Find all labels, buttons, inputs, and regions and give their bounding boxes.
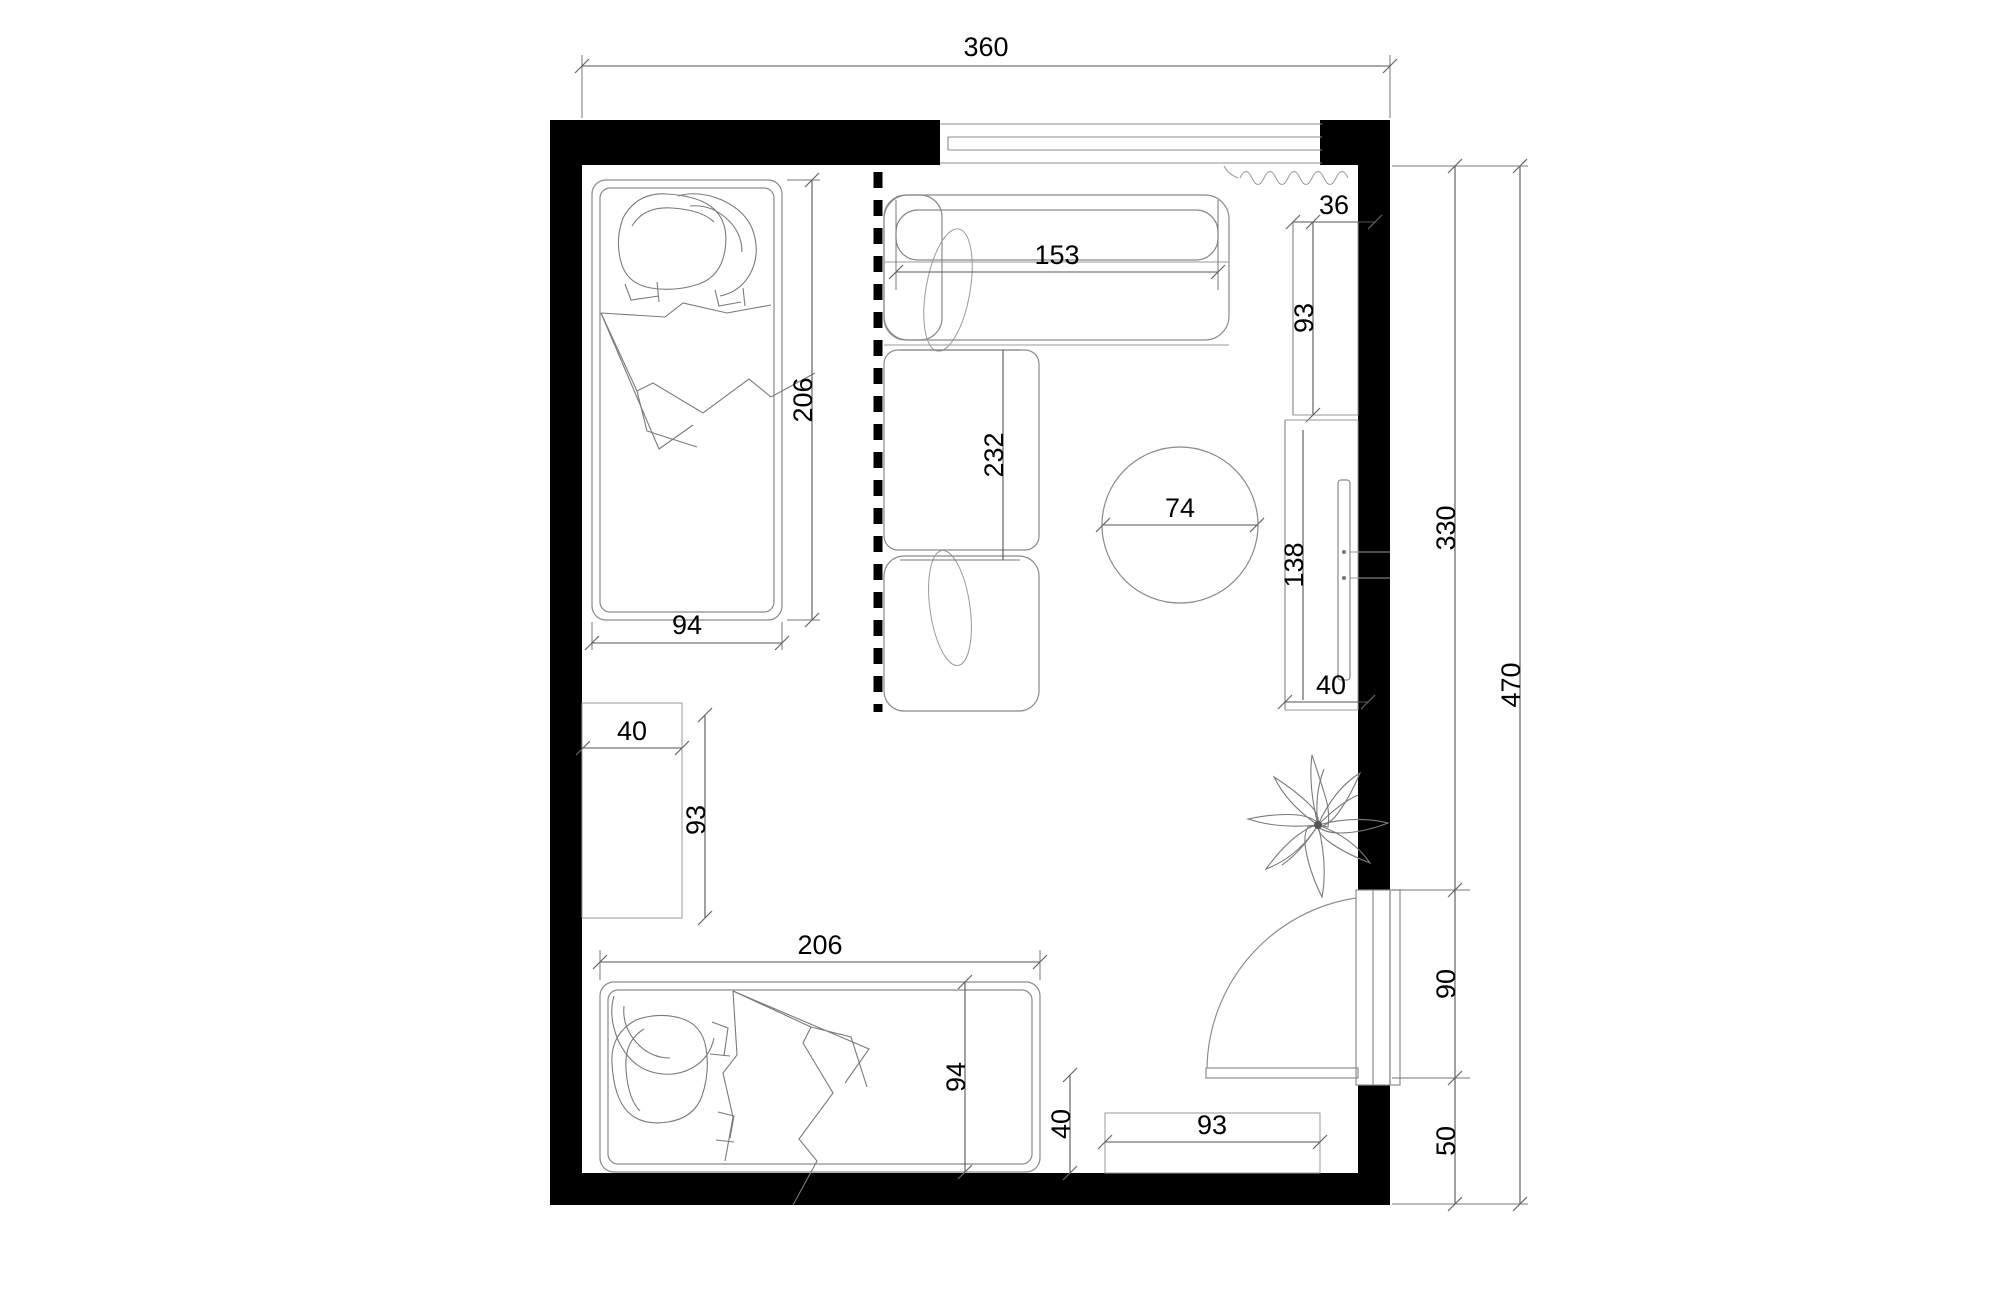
window	[940, 123, 1322, 164]
dim-label-wardrobe-36: 36	[1319, 190, 1349, 220]
dim-nightstand-lower-40: 40	[1046, 1067, 1078, 1181]
dim-nightstand-upper-93: 93	[681, 707, 713, 926]
dim-right-330: 330	[1392, 158, 1470, 898]
dim-label-tv-138: 138	[1279, 542, 1309, 587]
dim-label-sofa-153: 153	[1034, 240, 1079, 270]
curtain	[1223, 165, 1349, 185]
dim-label-right-330: 330	[1431, 505, 1461, 550]
dim-label-nightstand-upper-93: 93	[681, 805, 711, 835]
dim-sofa-232: 232	[900, 349, 1020, 561]
dim-label-nightstand-lower-40: 40	[1046, 1109, 1076, 1139]
bed-lower	[599, 981, 1041, 1206]
dim-label-bed-upper-94: 94	[672, 610, 702, 640]
dim-label-sofa-232: 232	[979, 432, 1009, 477]
dim-label-tv-40: 40	[1316, 670, 1346, 700]
dim-bed-lower-94: 94	[941, 974, 973, 1180]
dim-label-right-90: 90	[1431, 969, 1461, 999]
dim-wardrobe-36: 36	[1285, 190, 1383, 230]
wall-top-left	[550, 120, 940, 165]
potted-plant	[1245, 754, 1390, 899]
wall-right-lower	[1358, 1085, 1390, 1205]
wall-left	[550, 120, 582, 1205]
dim-right-470: 470	[1470, 158, 1528, 1212]
bed-upper	[591, 179, 816, 621]
dim-right-50: 50	[1392, 1078, 1470, 1212]
dim-bed-upper-206: 206	[787, 172, 820, 628]
dim-wardrobe-93: 93	[1289, 214, 1321, 423]
dim-label-nightstand-lower-93: 93	[1197, 1110, 1227, 1140]
dim-label-bed-lower-206: 206	[797, 930, 842, 960]
dim-label-right-50: 50	[1431, 1126, 1461, 1156]
dim-sofa-153: 153	[888, 200, 1226, 290]
dim-label-bed-upper-206: 206	[788, 377, 818, 422]
tv-unit	[1284, 419, 1390, 711]
nightstand-lower	[1104, 1112, 1321, 1174]
wall-bottom	[550, 1173, 1390, 1205]
dim-nightstand-upper-40: 40	[575, 716, 690, 756]
entry-door	[1205, 889, 1401, 1086]
dim-label-table-74: 74	[1165, 493, 1195, 523]
dim-bed-upper-94: 94	[584, 610, 790, 651]
dim-right-90: 90	[1392, 890, 1470, 1086]
dim-tv-138: 138	[1279, 430, 1309, 700]
dim-bed-lower-206: 206	[592, 930, 1048, 980]
walls-group	[550, 120, 1390, 1205]
dim-label-right-470: 470	[1496, 662, 1526, 707]
dim-label-wardrobe-93: 93	[1289, 303, 1319, 333]
dim-overall-360: 360	[574, 32, 1398, 118]
dim-label-nightstand-upper-40: 40	[617, 716, 647, 746]
wall-right-upper	[1358, 120, 1390, 890]
wall-tv	[1337, 479, 1390, 681]
dim-nightstand-lower-93: 93	[1097, 1110, 1328, 1150]
dim-label-overall-360: 360	[963, 32, 1008, 62]
dim-tv-40: 40	[1277, 670, 1376, 710]
round-coffee-table: 74	[1095, 446, 1265, 604]
nightstand-upper	[581, 702, 683, 919]
dim-label-bed-lower-94: 94	[941, 1062, 971, 1092]
